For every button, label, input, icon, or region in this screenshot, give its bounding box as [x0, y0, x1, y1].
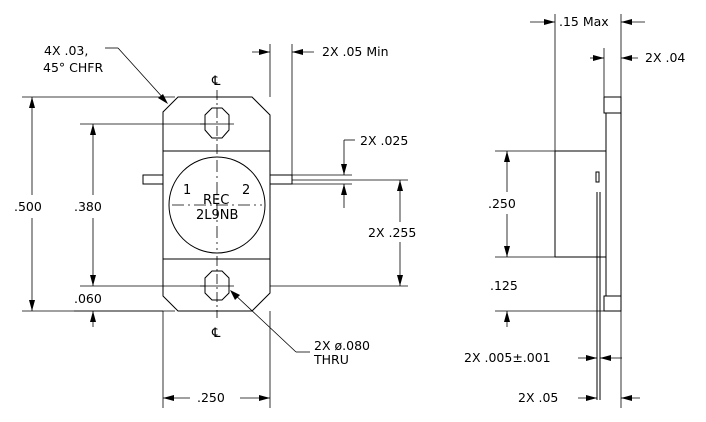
side-lead-tab — [595, 171, 600, 183]
dim-body-offset: .125 — [490, 278, 518, 293]
dim-lead-length: 2X .05 — [518, 390, 558, 405]
lid-circle — [168, 156, 266, 254]
dim-lead-thickness-tolerance: 2X .005±.001 — [464, 350, 551, 365]
dim-lead-thickness: 2X .025 — [360, 133, 408, 148]
front-dimensions: .500 .380 .060 .250 2X .05 Min — [14, 43, 416, 408]
marking-line-1: REC — [203, 193, 229, 208]
lead-left — [142, 174, 164, 185]
side-body-outline — [555, 113, 607, 152]
dim-flange-width: .250 — [197, 390, 225, 405]
mounting-hole-bottom — [204, 270, 230, 301]
dim-lead-pitch: 2X .255 — [368, 225, 416, 240]
callout-hole-2: THRU — [313, 352, 349, 367]
dim-flange-thickness: 2X .04 — [645, 50, 685, 65]
dim-body-height: .250 — [488, 196, 516, 211]
package-body — [162, 150, 271, 260]
dim-lead-spacing: 2X .05 Min — [322, 44, 389, 59]
pin-2-label: 2 — [242, 183, 250, 198]
side-dimensions: .15 Max 2X .04 .250 .125 2X .005±.001 — [464, 14, 685, 408]
pin-1-label: 1 — [183, 183, 191, 198]
front-view: 1 2 REC 2L9NB ℄ ℄ — [142, 74, 293, 341]
centerline-symbol-top: ℄ — [211, 74, 221, 89]
dim-max-thickness: .15 Max — [559, 14, 609, 29]
dim-hole-spacing: .380 — [74, 199, 102, 214]
callout-hole-1: 2X ø.080 — [314, 338, 370, 353]
side-flange-outline — [603, 96, 622, 312]
callout-chamfer-1: 4X .03, — [44, 43, 88, 58]
dim-overall-height: .500 — [14, 199, 42, 214]
marking-line-2: 2L9NB — [196, 208, 238, 223]
lead-right — [269, 174, 293, 185]
side-view — [554, 96, 622, 400]
callout-chamfer-2: 45° CHFR — [43, 60, 103, 75]
mounting-hole-top — [204, 107, 230, 139]
bottom-flange-outline — [162, 258, 271, 312]
dim-hole-edge: .060 — [74, 291, 102, 306]
centerline-symbol-bottom: ℄ — [211, 326, 221, 341]
